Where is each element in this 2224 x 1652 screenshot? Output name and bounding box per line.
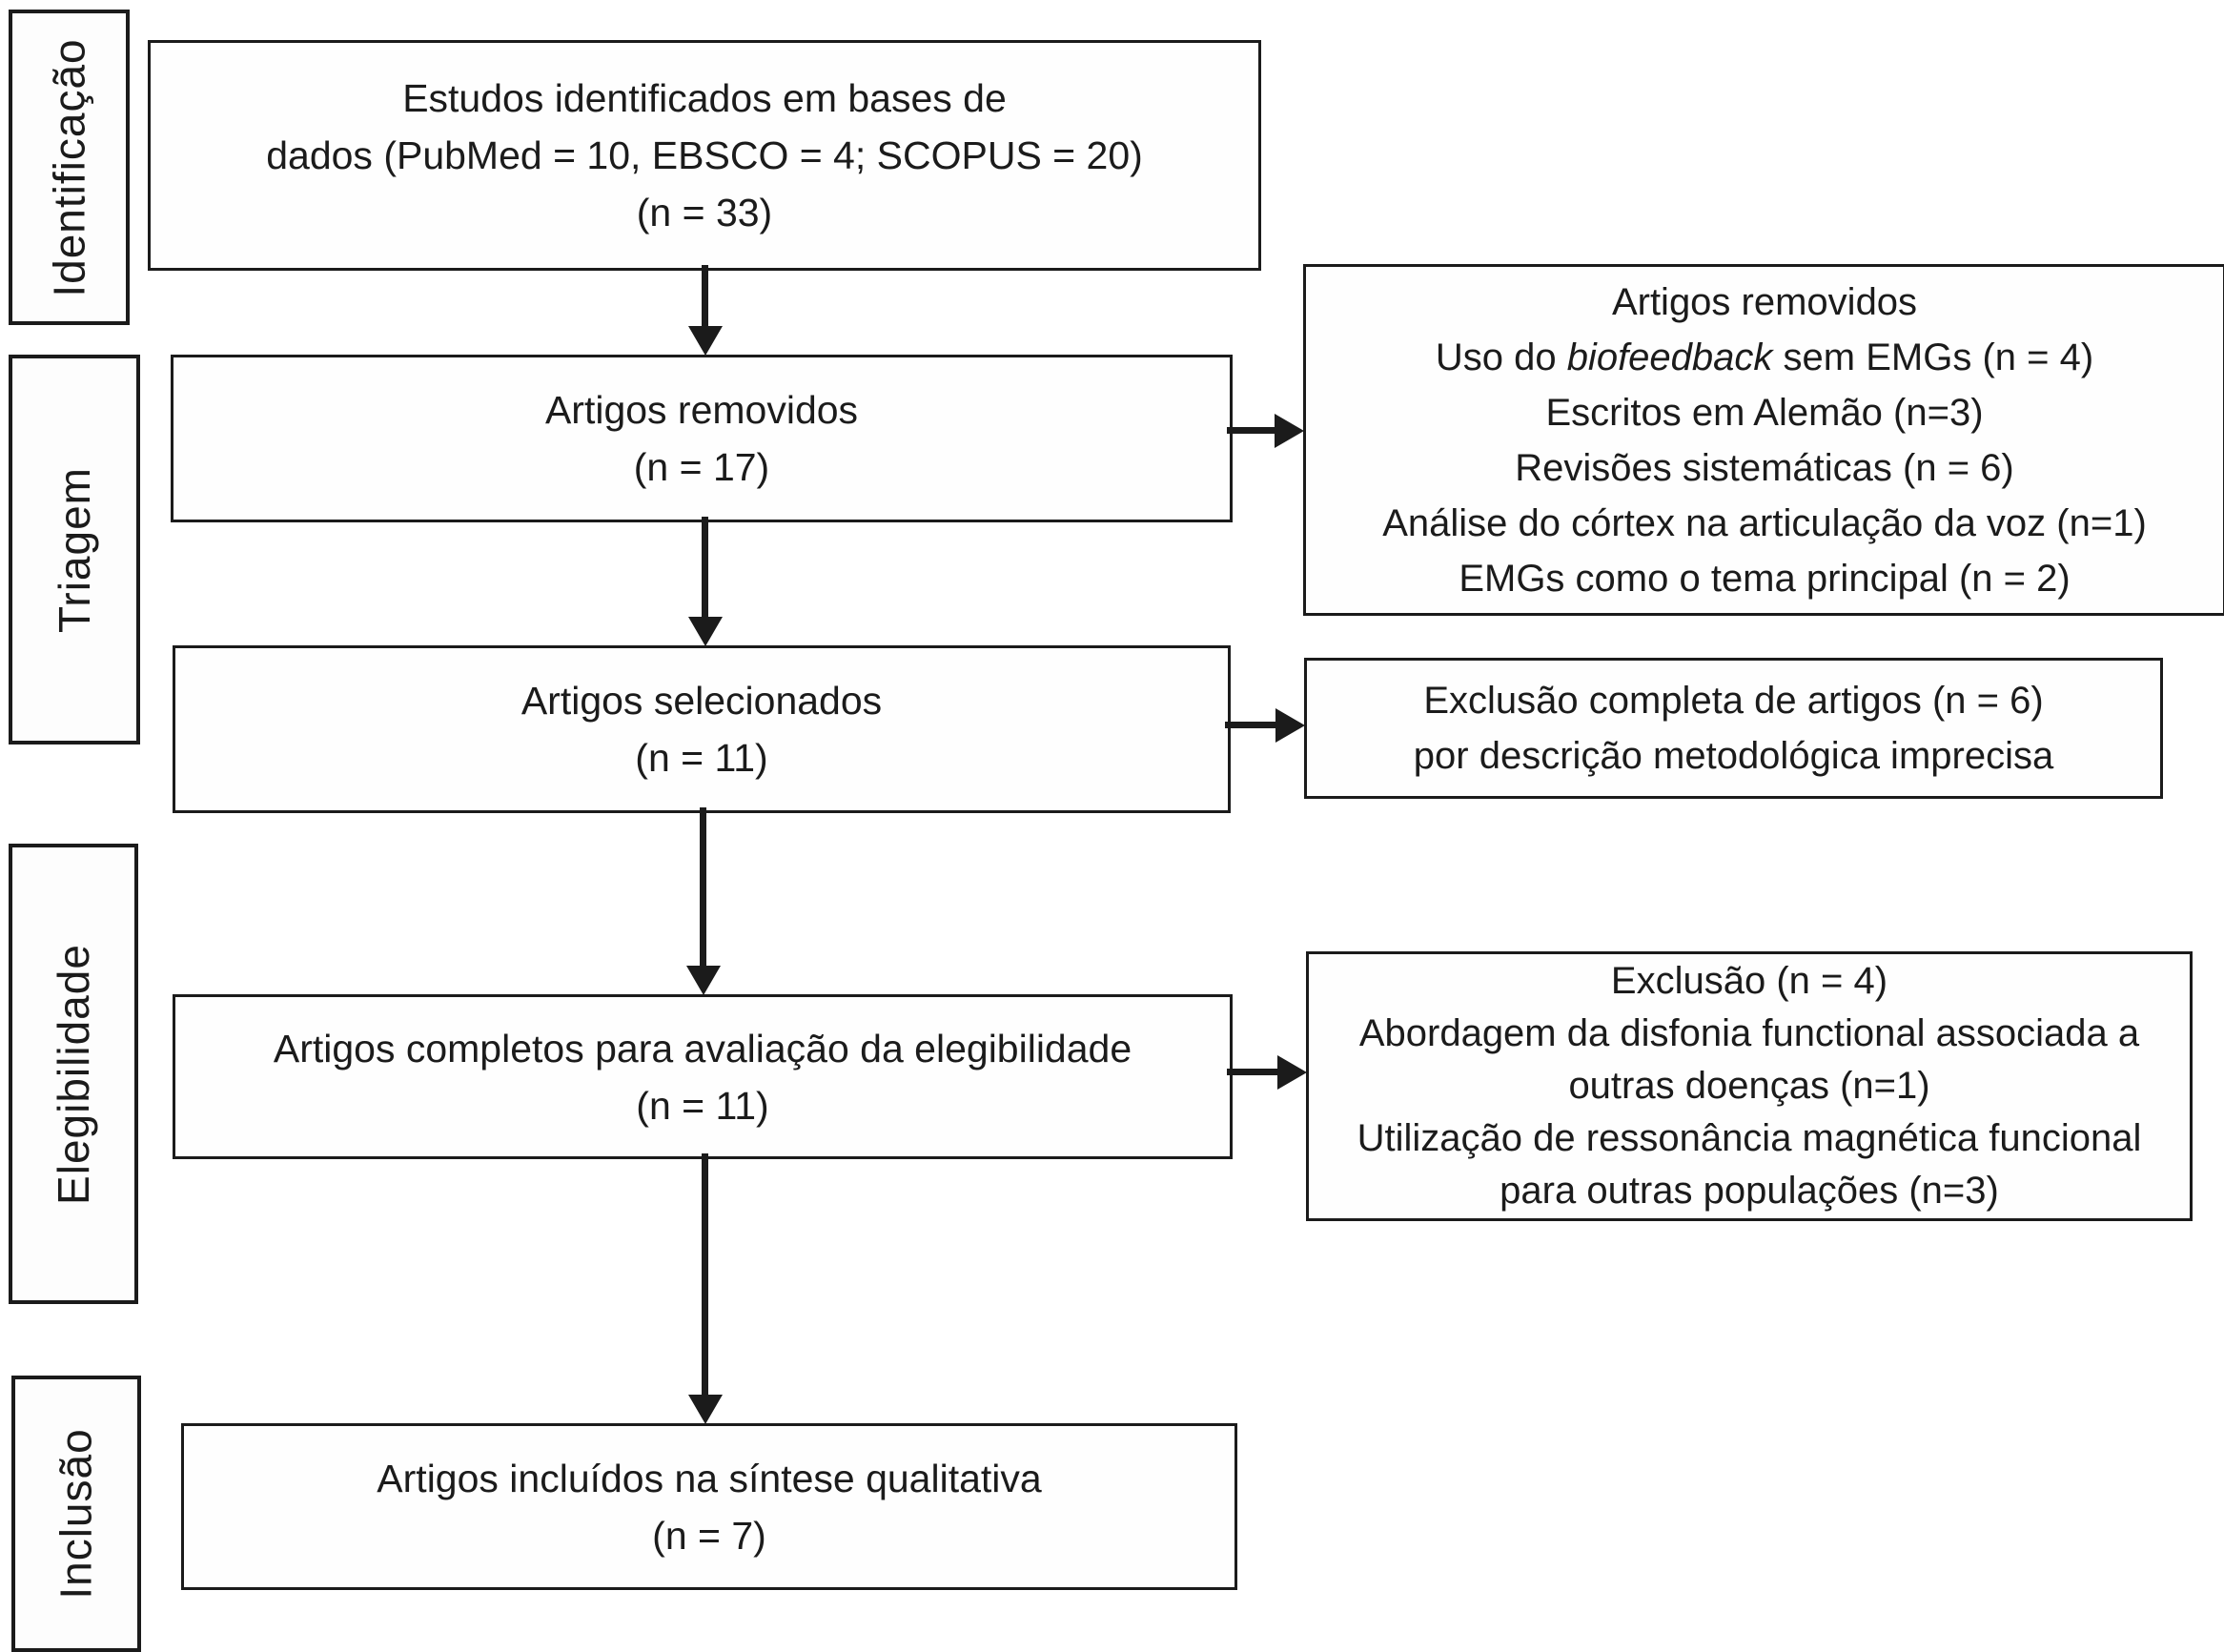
box-identified-studies: Estudos identificados em bases de dados … [148, 40, 1261, 271]
box-fulltext-line1: Artigos completos para avaliação da eleg… [273, 1026, 1132, 1071]
arrow-shaft [1225, 722, 1276, 728]
arrowhead-down-icon [688, 1395, 723, 1424]
box-articles-included: Artigos incluídos na síntese qualitativa… [181, 1423, 1237, 1590]
stage-box-screening: Triagem [9, 355, 140, 744]
box-identified-line1: Estudos identificados em bases de [402, 76, 1007, 120]
stage-label-eligibility: Elegibilidade [49, 943, 98, 1205]
arrowhead-down-icon [688, 617, 723, 646]
note-removed-reason1-prefix: Uso do [1435, 336, 1567, 378]
stage-label-inclusion: Inclusão [51, 1428, 101, 1600]
box-included-line1: Artigos incluídos na síntese qualitativa [377, 1456, 1042, 1500]
stage-label-identification: Identificação [44, 37, 94, 297]
stage-box-identification: Identificação [9, 10, 130, 325]
note-eligibility-exclusion-line1: Exclusão (n = 4) [1610, 960, 1888, 1002]
box-articles-selected: Artigos selecionados (n = 11) [173, 645, 1231, 813]
note-removed-title: Artigos removidos [1611, 280, 1918, 323]
note-full-exclusion-line2: por descrição metodológica imprecisa [1413, 735, 2054, 777]
arrow-shaft [702, 517, 708, 619]
note-eligibility-exclusion-line4: Utilização de ressonância magnética func… [1357, 1117, 2142, 1159]
arrowhead-down-icon [688, 326, 723, 356]
box-articles-removed: Artigos removidos (n = 17) [171, 355, 1233, 522]
note-full-exclusion-line1: Exclusão completa de artigos (n = 6) [1423, 680, 2044, 722]
note-box-removed-reasons: Artigos removidos Uso do biofeedback sem… [1303, 264, 2224, 616]
note-eligibility-exclusion-line2: Abordagem da disfonia functional associa… [1358, 1012, 2140, 1054]
note-box-full-exclusion: Exclusão completa de artigos (n = 6) por… [1304, 658, 2163, 799]
arrowhead-right-icon [1275, 414, 1304, 448]
box-selected-count: (n = 11) [635, 736, 768, 780]
note-removed-reason3: Revisões sistemáticas (n = 6) [1515, 446, 2014, 489]
box-included-count: (n = 7) [652, 1513, 766, 1558]
note-removed-reason5: EMGs como o tema principal (n = 2) [1459, 557, 2071, 600]
note-removed-reason1-suffix: sem EMGs (n = 4) [1772, 336, 2094, 378]
arrow-shaft [700, 807, 706, 968]
note-eligibility-exclusion-line5: para outras populações (n=3) [1500, 1170, 1999, 1212]
note-eligibility-exclusion-line3: outras doenças (n=1) [1568, 1065, 1930, 1107]
note-removed-reason1-biofeedback: biofeedback [1566, 336, 1773, 378]
stage-label-screening: Triagem [50, 466, 99, 633]
arrow-shaft [1227, 1069, 1278, 1075]
box-identified-line2: dados (PubMed = 10, EBSCO = 4; SCOPUS = … [266, 133, 1143, 177]
arrowhead-right-icon [1275, 708, 1305, 743]
arrowhead-down-icon [686, 966, 721, 995]
arrow-shaft [702, 1153, 708, 1397]
note-box-eligibility-exclusion: Exclusão (n = 4) Abordagem da disfonia f… [1306, 951, 2193, 1221]
box-removed-line1: Artigos removidos [544, 388, 859, 432]
stage-box-eligibility: Elegibilidade [9, 844, 138, 1304]
box-fulltext-eligibility: Artigos completos para avaliação da eleg… [173, 994, 1233, 1159]
box-removed-count: (n = 17) [633, 445, 770, 489]
box-identified-count: (n = 33) [636, 191, 773, 235]
stage-box-inclusion: Inclusão [11, 1376, 141, 1652]
arrow-shaft [1227, 427, 1276, 434]
arrow-shaft [702, 265, 708, 328]
note-removed-reason4: Análise do córtex na articulação da voz … [1382, 501, 2147, 544]
note-removed-reason1: Uso do biofeedback sem EMGs (n = 4) [1436, 330, 2093, 385]
box-selected-line1: Artigos selecionados [520, 679, 883, 723]
box-fulltext-count: (n = 11) [636, 1083, 769, 1128]
note-removed-reason2: Escritos em Alemão (n=3) [1545, 391, 1984, 434]
arrowhead-right-icon [1277, 1055, 1307, 1090]
